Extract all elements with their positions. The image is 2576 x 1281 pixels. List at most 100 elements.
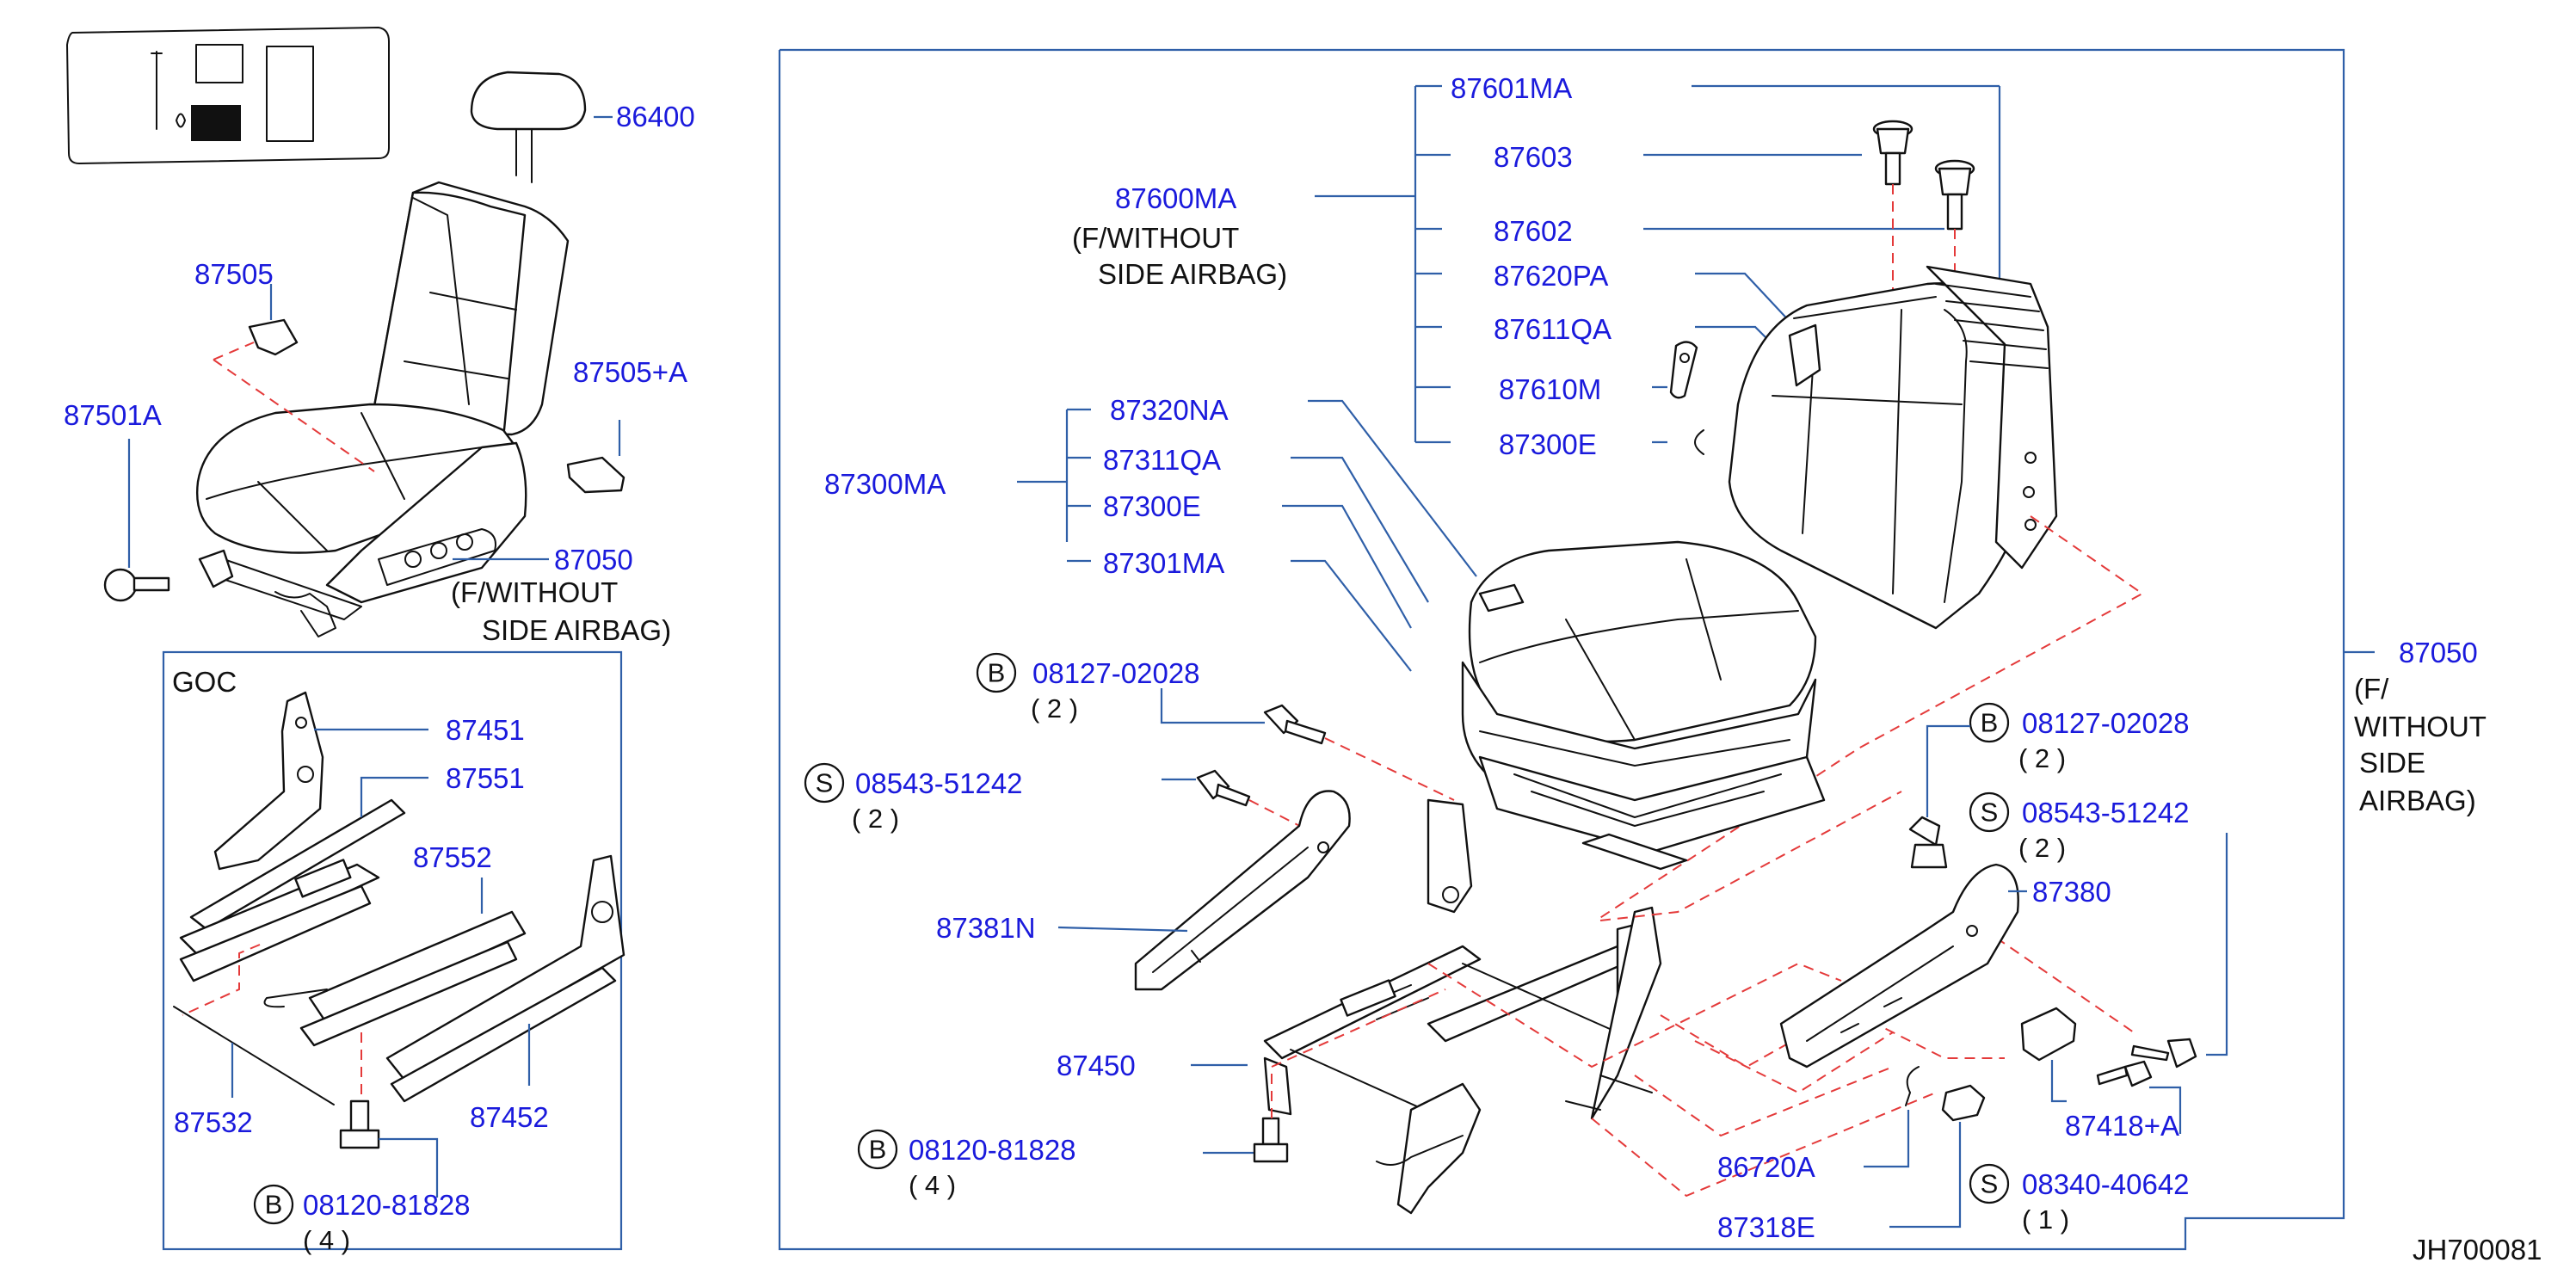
clip-87505a-part <box>566 456 626 494</box>
label-b2-qty: ( 4 ) <box>909 1170 956 1200</box>
label-87551: 87551 <box>446 762 525 794</box>
slide-rail-inner-part <box>179 859 380 982</box>
bracket-87451-part <box>213 691 324 871</box>
label-s2-number: 08543-51242 <box>2022 797 2190 828</box>
vehicle-locator-icon <box>66 27 390 164</box>
screw-s2-part <box>2130 1038 2197 1069</box>
bolt-87501a-part <box>103 568 170 602</box>
label-87451: 87451 <box>446 714 525 746</box>
bolt-symbol-b2-text: B <box>869 1135 887 1165</box>
clip-87505-part <box>248 318 299 356</box>
seatback-assembly-part <box>1728 265 2058 630</box>
side-cover-87381n-part <box>1134 790 1351 991</box>
seat-frame-87450-part <box>1263 798 1662 1215</box>
harness-86720a-part <box>1905 1066 1920 1106</box>
label-86400: 86400 <box>616 101 695 132</box>
bolt-symbol-b1-text: B <box>988 658 1006 688</box>
label-86720a: 86720A <box>1717 1151 1815 1183</box>
label-87418a: 87418+A <box>2065 1110 2179 1142</box>
main-box <box>778 48 2345 1251</box>
label-87300e: 87300E <box>1103 490 1201 522</box>
label-87381n: 87381N <box>936 912 1036 944</box>
label-87603: 87603 <box>1494 141 1573 173</box>
clip-87300e-top-part <box>1694 429 1704 455</box>
side-cover-87380-part <box>1779 863 2019 1069</box>
bolt-symbol-b3-text: B <box>1981 708 1999 738</box>
headrest-part <box>470 71 587 183</box>
screw-symbol-s2-text: S <box>1981 798 1999 828</box>
screw-symbol-s3 <box>1969 1163 2010 1204</box>
inset-code-label: GOC <box>172 666 237 698</box>
bolt-b2-part <box>1253 1117 1289 1163</box>
label-b3-number: 08127-02028 <box>2022 707 2190 739</box>
label-87300ma: 87300MA <box>824 468 946 500</box>
note-left-line2: SIDE AIRBAG) <box>482 614 671 646</box>
note-right-line3: SIDE <box>2359 747 2425 779</box>
label-87501a: 87501A <box>64 399 162 431</box>
screw-s1-part <box>1196 769 1251 807</box>
label-87318e: 87318E <box>1717 1211 1815 1243</box>
rail-87452-part <box>385 854 626 1103</box>
screw-symbol-s1-text: S <box>816 768 834 798</box>
label-87532: 87532 <box>174 1106 253 1138</box>
wire-87532-part <box>173 1006 335 1105</box>
label-87611qa: 87611QA <box>1494 313 1612 345</box>
note-right-line4: AIRBAG) <box>2359 785 2476 816</box>
label-s1-number: 08543-51242 <box>855 767 1023 799</box>
bolt-symbol-b2 <box>857 1129 898 1170</box>
knob-87418a-part <box>2020 1007 2077 1062</box>
note-right-line2: WITHOUT <box>2354 711 2487 742</box>
label-87600ma: 87600MA <box>1115 182 1236 214</box>
bolt-symbol-b1 <box>976 652 1017 693</box>
seat-cushion-assembly-part <box>1461 540 1826 871</box>
label-87610m: 87610M <box>1499 373 1601 405</box>
clip-87318e-part <box>1941 1084 1986 1122</box>
label-87601ma: 87601MA <box>1451 72 1572 104</box>
screw-symbol-s2 <box>1969 791 2010 833</box>
label-b-left-number: 08120-81828 <box>303 1189 471 1221</box>
label-87380: 87380 <box>2032 876 2111 908</box>
screw-symbol-s3-text: S <box>1981 1169 1999 1199</box>
lever-87610m-part <box>1669 341 1698 399</box>
label-87620pa: 87620PA <box>1494 260 1608 292</box>
note-left-line1: (F/WITHOUT <box>451 576 618 608</box>
seat-bracket-left-part <box>198 549 336 637</box>
label-s3-qty: ( 1 ) <box>2022 1204 2069 1235</box>
bolt-b1-part <box>1263 704 1327 745</box>
rail-87552-part <box>263 910 527 1047</box>
label-87301ma: 87301MA <box>1103 547 1224 579</box>
label-87320na: 87320NA <box>1110 394 1229 426</box>
note-right-line1: (F/ <box>2354 673 2389 705</box>
bolt-symbol-left-text: B <box>265 1190 283 1220</box>
label-s1-qty: ( 2 ) <box>852 804 899 834</box>
note-back-line1: (F/WITHOUT <box>1072 222 1239 254</box>
label-b1-qty: ( 2 ) <box>1031 693 1078 724</box>
bolt-symbol-b3 <box>1969 702 2010 743</box>
label-87300e-top: 87300E <box>1499 428 1597 460</box>
label-s3-number: 08340-40642 <box>2022 1168 2190 1200</box>
label-b3-qty: ( 2 ) <box>2018 743 2066 773</box>
label-b2-number: 08120-81828 <box>909 1134 1076 1166</box>
headrest-guide-87603-part <box>1872 120 1914 186</box>
screw-s3-part <box>2096 1060 2153 1087</box>
label-87505a: 87505+A <box>573 356 687 388</box>
bolt-b3-part <box>1908 816 1948 869</box>
label-b-left-qty: ( 4 ) <box>303 1225 350 1255</box>
label-87552: 87552 <box>413 841 492 873</box>
label-87311qa: 87311QA <box>1103 444 1221 476</box>
note-back-line2: SIDE AIRBAG) <box>1098 258 1287 290</box>
label-87050-left: 87050 <box>554 544 633 576</box>
diagram-id: JH700081 <box>2413 1234 2542 1266</box>
bolt-b-left-part <box>339 1099 380 1149</box>
label-s2-qty: ( 2 ) <box>2018 833 2066 863</box>
label-87602: 87602 <box>1494 215 1573 247</box>
label-87505: 87505 <box>194 258 274 290</box>
headrest-guide-87602-part <box>1934 159 1975 231</box>
label-87452: 87452 <box>470 1101 549 1133</box>
bolt-symbol-left <box>253 1184 294 1225</box>
seat-assembly-left <box>196 181 570 620</box>
label-87050-right: 87050 <box>2399 637 2478 668</box>
label-b1-number: 08127-02028 <box>1032 657 1200 689</box>
label-87450: 87450 <box>1057 1050 1136 1081</box>
